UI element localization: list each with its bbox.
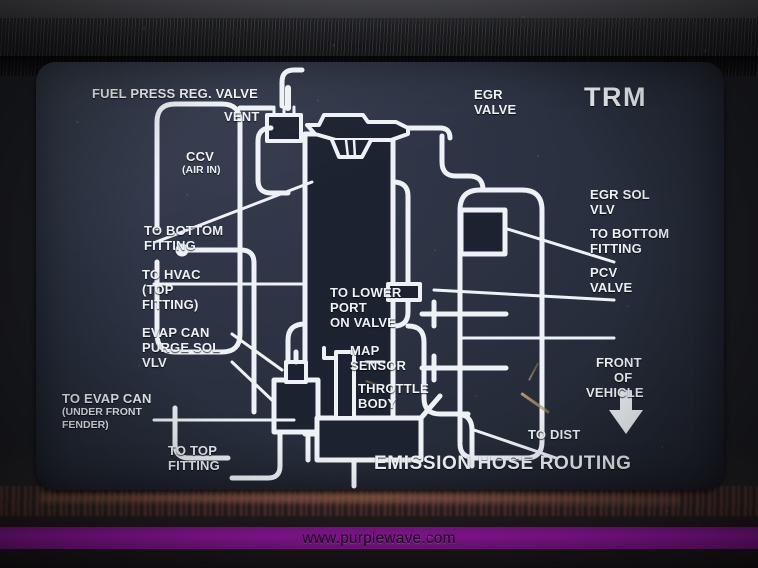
label-to-hvac: TO HVAC xyxy=(142,267,201,282)
label-egr-valve-line2: VALVE xyxy=(474,102,517,117)
label-to-bottom-fitting-right-line2: FITTING xyxy=(590,241,642,256)
decal-brand-trm: TRM xyxy=(584,82,647,112)
label-evap-can-purge-line2: PURGE SOL xyxy=(142,340,221,355)
label-map-sensor-line1: MAP xyxy=(350,343,380,358)
label-to-bottom-fitting-right-line1: TO BOTTOM xyxy=(590,226,670,241)
label-to-dist: TO DIST xyxy=(528,427,581,442)
label-to-hvac-sub-line1: (TOP xyxy=(142,282,174,297)
label-map-sensor-line2: SENSOR xyxy=(350,358,407,373)
label-front-of-vehicle-line1: FRONT xyxy=(596,355,642,370)
label-ccv: CCV xyxy=(186,149,215,164)
label-egr-sol-vlv-line1: EGR SOL xyxy=(590,187,650,202)
label-throttle-body-line1: THROTTLE xyxy=(358,381,429,396)
label-front-of-vehicle-line2: OF xyxy=(614,370,633,385)
label-to-lower-port-line3: ON VALVE xyxy=(330,315,397,330)
label-throttle-body-line2: BODY xyxy=(358,396,397,411)
watermark-text: www.purplewave.com xyxy=(302,530,456,547)
label-egr-valve-line1: EGR xyxy=(474,87,503,102)
label-ccv-sub: (AIR IN) xyxy=(182,164,221,176)
label-vent: VENT xyxy=(224,109,260,124)
label-to-bottom-fitting-left-line2: FITTING xyxy=(144,238,196,253)
decal-title: EMISSION HOSE ROUTING xyxy=(374,453,632,474)
label-to-lower-port-line1: TO LOWER xyxy=(330,285,402,300)
label-pcv-valve-line2: VALVE xyxy=(590,280,633,295)
label-pcv-valve-line1: PCV xyxy=(590,265,618,280)
label-egr-sol-vlv-line2: VLV xyxy=(590,202,615,217)
hose-routing-diagram xyxy=(152,67,643,489)
emission-hose-routing-decal: FUEL PRESS REG. VALVE VENT CCV (AIR IN) … xyxy=(36,62,724,490)
label-to-evap-can: TO EVAP CAN xyxy=(62,391,152,406)
label-evap-can-purge-line3: VLV xyxy=(142,355,167,370)
label-to-lower-port-line2: PORT xyxy=(330,300,367,315)
label-to-hvac-sub-line2: FITTING) xyxy=(142,297,199,312)
label-to-top-fitting-line2: FITTING xyxy=(168,458,220,473)
label-to-evap-can-sub-line1: (UNDER FRONT xyxy=(62,406,142,418)
label-to-top-fitting-line1: TO TOP xyxy=(168,443,218,458)
label-evap-can-purge-line1: EVAP CAN xyxy=(142,325,210,340)
label-to-bottom-fitting-left-line1: TO BOTTOM xyxy=(144,223,224,238)
label-front-of-vehicle-line3: VEHICLE xyxy=(586,385,644,400)
label-to-evap-can-sub-line2: FENDER) xyxy=(62,419,109,431)
label-fuel-press-reg-valve: FUEL PRESS REG. VALVE xyxy=(92,86,259,101)
